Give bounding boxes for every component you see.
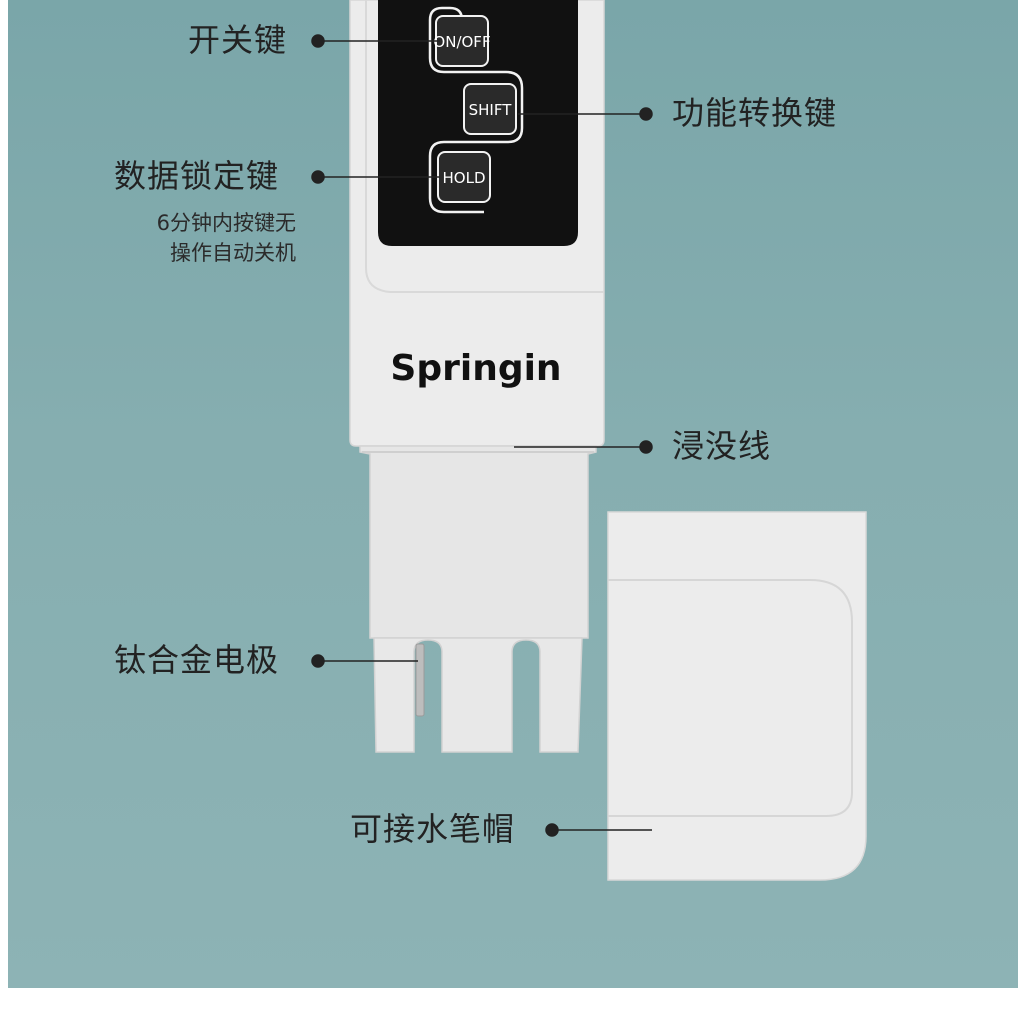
label-electrode: 钛合金电极	[114, 641, 280, 679]
hold-note-line1: 6分钟内按键无	[156, 211, 296, 235]
label-cap: 可接水笔帽	[350, 810, 516, 848]
brand-logo: Springin	[390, 348, 561, 389]
shift-button[interactable]: SHIFT	[463, 83, 517, 135]
label-function-key: 功能转换键	[672, 94, 838, 132]
on-off-button[interactable]: ON/OFF	[433, 15, 491, 67]
pen-lower-body	[359, 445, 597, 639]
hold-button[interactable]: HOLD	[437, 151, 491, 203]
shift-label: SHIFT	[469, 101, 513, 119]
label-hold-key: 数据锁定键	[114, 157, 280, 195]
titanium-electrode	[415, 643, 425, 717]
pen-cap	[607, 511, 867, 881]
label-power-key: 开关键	[188, 21, 288, 59]
hold-note-line2: 操作自动关机	[170, 241, 296, 265]
label-immersion-line: 浸没线	[672, 427, 772, 465]
hold-label: HOLD	[443, 169, 486, 187]
electrode-section	[373, 637, 583, 753]
leader-lines	[311, 34, 653, 837]
on-off-label: ON/OFF	[433, 33, 490, 51]
